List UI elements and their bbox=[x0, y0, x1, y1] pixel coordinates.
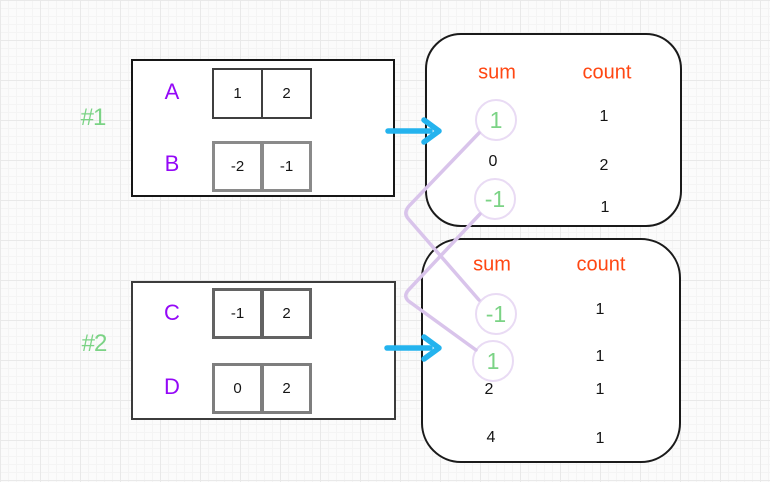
sum-highlight-circle: 1 bbox=[475, 99, 517, 141]
array-cell: 2 bbox=[261, 68, 312, 119]
sum-value: -1 bbox=[485, 300, 507, 327]
sum-value: 1 bbox=[486, 347, 500, 374]
sum-value: 0 bbox=[488, 153, 498, 170]
sum-value: 2 bbox=[484, 381, 494, 398]
array-cell: 2 bbox=[261, 288, 312, 339]
example-1-label: #1 bbox=[80, 104, 107, 131]
array-b-name: B bbox=[164, 151, 180, 176]
example-2-sum-table bbox=[421, 238, 681, 463]
array-b-cells: -2 -1 bbox=[212, 141, 312, 192]
array-a-name: A bbox=[164, 79, 180, 104]
sum-value: 4 bbox=[486, 429, 496, 446]
count-value: 1 bbox=[595, 381, 605, 398]
count-value: 1 bbox=[595, 430, 605, 447]
count-header: count bbox=[576, 253, 626, 276]
array-c-name: C bbox=[164, 300, 180, 325]
count-header: count bbox=[582, 61, 632, 84]
sum-value: -1 bbox=[484, 185, 506, 212]
array-cell: 0 bbox=[212, 363, 263, 414]
count-value: 1 bbox=[595, 348, 605, 365]
array-c-cells: -1 2 bbox=[212, 288, 312, 339]
example-2-label: #2 bbox=[81, 330, 108, 357]
array-cell: -1 bbox=[261, 141, 312, 192]
sum-highlight-circle: 1 bbox=[472, 340, 514, 382]
array-d-name: D bbox=[164, 374, 180, 399]
sum-value: 1 bbox=[489, 106, 503, 133]
array-cell: -1 bbox=[212, 288, 263, 339]
array-cell: 1 bbox=[212, 68, 263, 119]
array-cell: 2 bbox=[261, 363, 312, 414]
count-value: 1 bbox=[600, 199, 610, 216]
sum-header: sum bbox=[478, 61, 516, 84]
count-value: 2 bbox=[599, 157, 609, 174]
array-a-cells: 1 2 bbox=[212, 68, 312, 119]
count-value: 1 bbox=[599, 108, 609, 125]
sum-header: sum bbox=[473, 253, 511, 276]
sum-highlight-circle: -1 bbox=[474, 178, 516, 220]
count-value: 1 bbox=[595, 301, 605, 318]
array-d-cells: 0 2 bbox=[212, 363, 312, 414]
sum-highlight-circle: -1 bbox=[475, 293, 517, 335]
example-1-sum-table bbox=[425, 33, 682, 227]
array-cell: -2 bbox=[212, 141, 263, 192]
